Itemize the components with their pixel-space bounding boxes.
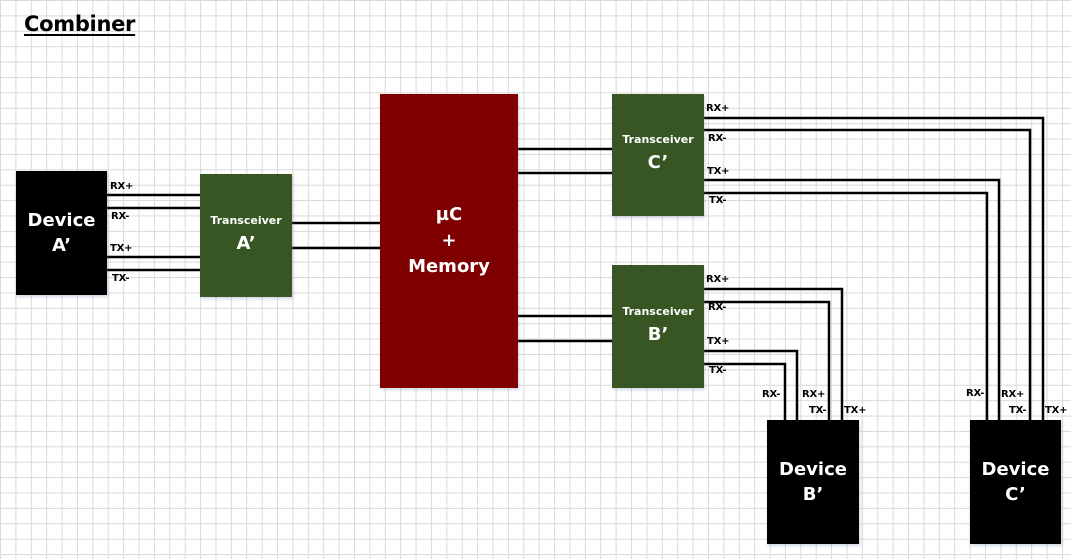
wire-b-txp	[704, 349, 799, 421]
pin-label-db-txn: TX-	[809, 405, 827, 416]
wire-c-rxn	[704, 128, 1032, 421]
pin-label-dc-txn: TX-	[1009, 405, 1027, 416]
pin-label-db-rxp: RX+	[802, 389, 826, 400]
pin-label-b-txp: TX+	[707, 336, 730, 347]
transceiver-b-label: Transceiver	[622, 304, 694, 318]
transceiver-a-id: A’	[236, 232, 256, 254]
pin-label-db-rxn: RX-	[762, 389, 781, 400]
wire-b-txn	[704, 362, 787, 421]
pin-label-a-rxp: RX+	[110, 181, 134, 192]
diagram-title: Combiner	[24, 12, 136, 36]
pin-label-db-txp: TX+	[844, 405, 867, 416]
pin-label-c-rxn: RX-	[708, 133, 727, 144]
pin-label-c-txn: TX-	[709, 195, 727, 206]
pin-label-dc-rxn: RX-	[966, 388, 985, 399]
device-b-block[interactable]: Device B’	[767, 420, 859, 544]
wire-c-txn	[704, 191, 989, 421]
pin-label-c-txp: TX+	[707, 166, 730, 177]
transceiver-b-block[interactable]: Transceiver B’	[612, 265, 704, 388]
device-c-label: Device	[981, 459, 1050, 480]
pin-label-a-txn: TX-	[112, 273, 130, 284]
mcu-plus: +	[441, 230, 457, 251]
pin-label-a-rxn: RX-	[111, 211, 130, 222]
mcu-label: µC	[435, 204, 463, 225]
device-c-id: C’	[1005, 484, 1026, 505]
device-a-block[interactable]: Device A’	[16, 171, 107, 295]
device-c-block[interactable]: Device C’	[970, 420, 1061, 544]
pin-label-b-rxn: RX-	[708, 302, 727, 313]
device-a-label: Device	[27, 210, 96, 231]
pin-label-dc-txp: TX+	[1045, 405, 1068, 416]
pin-label-b-txn: TX-	[709, 365, 727, 376]
wire-c-txp	[704, 178, 1001, 421]
pin-label-c-rxp: RX+	[706, 103, 730, 114]
memory-label: Memory	[408, 256, 490, 277]
device-b-id: B’	[802, 484, 824, 505]
transceiver-c-block[interactable]: Transceiver C’	[612, 94, 704, 216]
device-a-id: A’	[51, 235, 72, 256]
transceiver-c-id: C’	[647, 152, 669, 173]
wire-b-rxp	[704, 287, 844, 421]
wire-b-rxn	[704, 300, 831, 421]
device-b-label: Device	[779, 459, 847, 480]
pin-label-a-txp: TX+	[110, 243, 133, 254]
transceiver-a-block[interactable]: Transceiver A’	[200, 174, 292, 297]
transceiver-c-label: Transceiver	[622, 133, 694, 146]
pin-label-dc-rxp: RX+	[1001, 389, 1025, 400]
transceiver-b-id: B’	[647, 323, 669, 345]
pin-label-b-rxp: RX+	[706, 274, 730, 285]
wire-c-rxp	[704, 116, 1045, 421]
mcu-memory-block[interactable]: µC + Memory	[380, 94, 518, 388]
transceiver-a-label: Transceiver	[210, 213, 282, 227]
